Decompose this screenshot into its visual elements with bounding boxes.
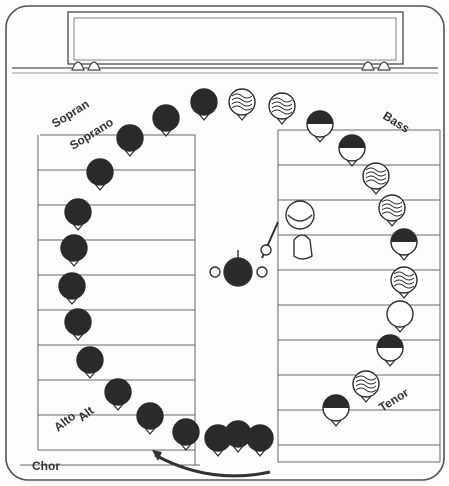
singer-18-icon xyxy=(307,111,333,142)
singer-17-icon xyxy=(269,93,295,124)
singer-19-icon xyxy=(339,135,365,166)
label-soprano: Soprano xyxy=(67,115,116,153)
singer-16-icon xyxy=(229,89,255,120)
label-bass: Bass xyxy=(380,109,412,136)
label-chor: Chor xyxy=(32,459,60,473)
conductor-icon xyxy=(261,201,314,259)
singer-22-icon xyxy=(391,229,417,260)
right-benches xyxy=(278,130,440,462)
label-sopran: Sopran xyxy=(49,97,91,131)
singer-25-icon xyxy=(377,335,403,366)
stage-box-inner xyxy=(74,18,396,60)
singer-2-icon xyxy=(247,425,273,456)
singer-10-icon xyxy=(61,235,87,266)
stage-box xyxy=(68,12,403,64)
singer-3-icon xyxy=(205,425,231,456)
singer-20-icon xyxy=(363,163,389,194)
singer-15-icon xyxy=(191,89,217,120)
singer-12-icon xyxy=(87,159,113,190)
singer-7-icon xyxy=(77,347,103,378)
left-benches xyxy=(20,135,200,465)
singer-8-icon xyxy=(65,309,91,340)
singer-14-icon xyxy=(153,105,179,136)
singer-23-icon xyxy=(391,267,417,298)
label-alt: Alt xyxy=(75,403,96,424)
singer-11-icon xyxy=(65,199,91,230)
singer-24-icon xyxy=(387,301,413,332)
stage-feet xyxy=(72,62,390,70)
singer-9-icon xyxy=(59,273,85,304)
label-alto: Alto xyxy=(51,409,78,434)
singer-13-icon xyxy=(117,125,143,156)
center-figure-icon xyxy=(210,250,267,286)
singer-27-icon xyxy=(323,395,349,426)
singer-26-icon xyxy=(353,371,379,402)
singer-5-icon xyxy=(137,403,163,434)
singer-6-icon xyxy=(105,379,131,410)
singer-21-icon xyxy=(379,195,405,226)
